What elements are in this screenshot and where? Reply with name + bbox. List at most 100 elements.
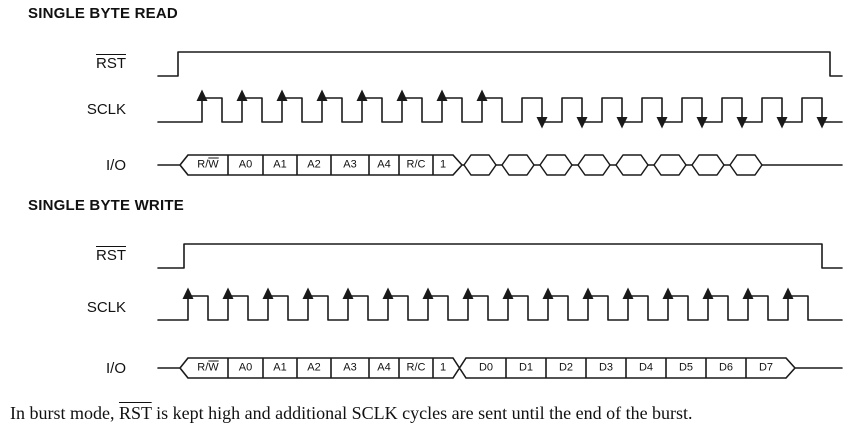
write-sclk-row: SCLK [0,284,847,330]
read-io-wave: R/W A0 A1 A2 A3 A4 R/C 1 [150,145,847,185]
io-cell-label: A4 [377,361,391,374]
io-cell-label: A3 [343,361,357,374]
clock-up-arrow [236,89,248,101]
io-cell-label: D7 [758,361,774,374]
io-cell-label: D3 [598,361,614,374]
undefined-data-hexagon [691,154,725,176]
rst-label-text: RST [96,246,126,264]
clock-up-arrow [702,287,714,299]
burst-mode-note: In burst mode, RST is kept high and addi… [10,403,693,424]
read-sclk-signal-label: SCLK [0,86,150,132]
undefined-data-hexagon [653,154,687,176]
write-rst-waveform-svg [157,243,843,269]
io-cell-label: A4 [377,158,391,171]
burst-note-pre: In burst mode, [10,403,119,423]
clock-up-arrow [742,287,754,299]
clock-up-arrow [662,287,674,299]
write-rst-row: RST [0,232,847,278]
io-cell-label: A1 [273,158,287,171]
read-rst-waveform-svg [157,51,843,77]
clock-up-arrow [502,287,514,299]
io-cell-label: A0 [238,361,253,374]
io-cell-label: A1 [273,361,287,374]
write-io-waveform-svg [157,357,843,379]
read-io-signal-label: I/O [0,145,150,185]
undefined-data-hexagon [463,154,497,176]
clock-up-arrow [476,89,488,101]
read-rst-row: RST [0,40,847,86]
io-cell-label: 1 [439,361,447,374]
undefined-data-hexagon [501,154,535,176]
clock-down-arrow [696,117,708,129]
rst-label-text: RST [96,54,126,72]
clock-up-arrow [222,287,234,299]
clock-down-arrow [536,117,548,129]
read-io-row: I/O R/W A0 A1 A2 A3 A4 R/C 1 [0,145,847,185]
clock-up-arrow [302,287,314,299]
clock-up-arrow [316,89,328,101]
clock-up-arrow [782,287,794,299]
read-rst-signal-label: RST [0,40,150,86]
io-cell-label: A2 [307,158,321,171]
write-io-wave: R/W A0 A1 A2 A3 A4 R/C 1 D0 D1 D2 D3 D4 D5 D6 D7 [150,348,847,388]
clock-up-arrow [542,287,554,299]
io-cell-label: D2 [558,361,574,374]
undefined-data-hexagon [539,154,573,176]
io-cell-label: 1 [439,158,447,171]
undefined-data-hexagon [615,154,649,176]
io-cell-label: D1 [518,361,534,374]
io-cell-label: R/W [197,158,219,171]
clock-up-arrow [462,287,474,299]
write-sclk-signal-label: SCLK [0,284,150,330]
clock-down-arrow [736,117,748,129]
burst-note-post: is kept high and additional SCLK cycles … [151,403,693,423]
clock-up-arrow [382,287,394,299]
undefined-data-hexagon [729,154,763,176]
read-sclk-row: SCLK [0,86,847,132]
clock-up-arrow [582,287,594,299]
clock-up-arrow [276,89,288,101]
read-rst-wave [150,40,847,86]
read-sclk-waveform-svg [157,89,843,129]
clock-up-arrow [622,287,634,299]
clock-down-arrow [656,117,668,129]
write-io-signal-label: I/O [0,348,150,388]
io-label-text: I/O [105,359,126,377]
write-rst-signal-label: RST [0,232,150,278]
write-io-row: I/O R/W A0 A1 A2 A3 A4 R/C 1 D0 D1 D2 D3 D4 D5 D6 D7 [0,348,847,388]
clock-up-arrow [262,287,274,299]
io-cell-label: A2 [307,361,321,374]
write-sclk-waveform-svg [157,287,843,321]
clock-up-arrow [422,287,434,299]
clock-up-arrow [396,89,408,101]
io-cell-label: A0 [238,158,253,171]
read-section-title: SINGLE BYTE READ [28,5,178,22]
clock-down-arrow [776,117,788,129]
clock-up-arrow [196,89,208,101]
clock-up-arrow [182,287,194,299]
undefined-data-hexagon [577,154,611,176]
burst-note-rst: RST [118,403,152,423]
io-cell-label: D4 [638,361,654,374]
io-cell-label: R/C [406,361,426,374]
io-label-text: I/O [105,156,126,174]
read-io-waveform-svg [157,154,843,176]
read-sclk-wave [150,86,847,132]
io-cell-label: A3 [343,158,357,171]
io-cell-label: D6 [718,361,734,374]
write-section-title: SINGLE BYTE WRITE [28,197,184,214]
sclk-label-text: SCLK [86,298,126,316]
clock-up-arrow [436,89,448,101]
io-cell-label: D0 [478,361,494,374]
io-cell-label: R/C [406,158,426,171]
write-sclk-wave [150,284,847,330]
clock-down-arrow [576,117,588,129]
clock-down-arrow [616,117,628,129]
io-cell-label: R/W [197,361,219,374]
io-cell-label: D5 [678,361,694,374]
clock-up-arrow [356,89,368,101]
clock-down-arrow [816,117,828,129]
write-rst-wave [150,232,847,278]
sclk-label-text: SCLK [86,100,126,118]
